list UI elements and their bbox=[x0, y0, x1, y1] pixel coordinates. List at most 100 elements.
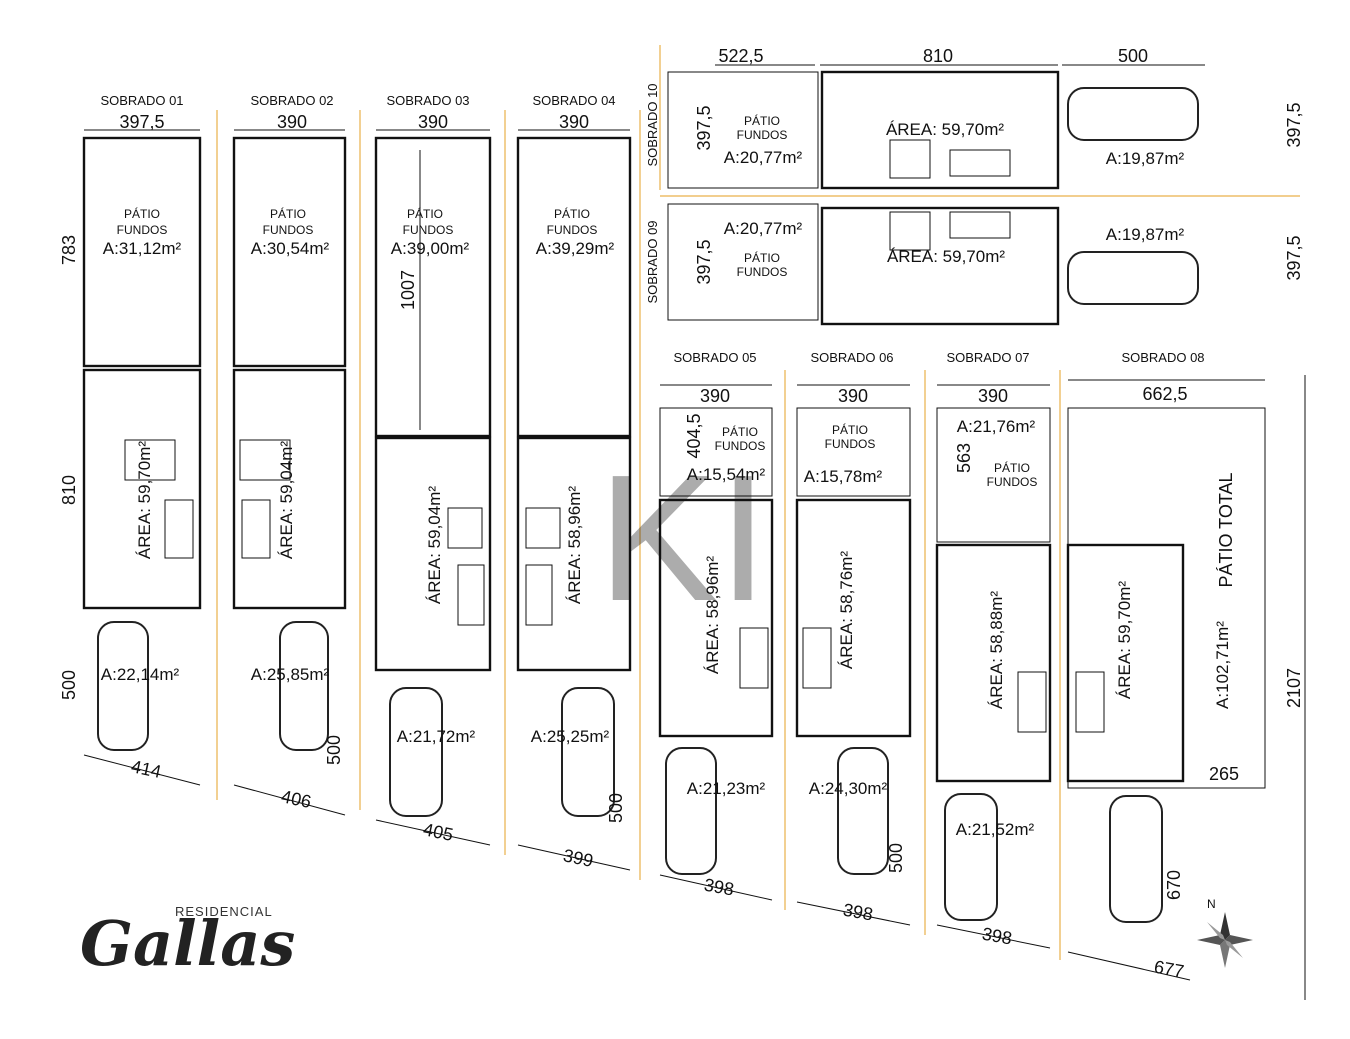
right-depth-dim: 397,5 bbox=[1284, 102, 1304, 147]
unit-title: SOBRADO 06 bbox=[810, 350, 893, 365]
house-area: ÁREA: 58,96m² bbox=[565, 486, 584, 604]
width-dim: 390 bbox=[559, 112, 589, 132]
svg-text:PÁTIO: PÁTIO bbox=[744, 250, 780, 265]
unit-title: SOBRADO 07 bbox=[946, 350, 1029, 365]
patio-area: A:20,77m² bbox=[724, 148, 803, 167]
unit-title: SOBRADO 10 bbox=[645, 83, 660, 166]
depth-dim: 397,5 bbox=[694, 239, 714, 284]
depth-back-dim: 1007 bbox=[398, 270, 418, 310]
garage-area: A:21,72m² bbox=[397, 727, 476, 746]
unit-sobrado-08: SOBRADO 08 662,5 ÁREA: 59,70m² PÁTIO TOT… bbox=[1066, 350, 1306, 1000]
depth-front-dim: 500 bbox=[59, 670, 79, 700]
width-dim: 390 bbox=[978, 386, 1008, 406]
patio-area: A:21,76m² bbox=[957, 417, 1036, 436]
depth-back-dim: 783 bbox=[59, 235, 79, 265]
patio-area: A:102,71m² bbox=[1213, 621, 1232, 709]
house-area: ÁREA: 58,96m² bbox=[703, 556, 722, 674]
svg-text:PÁTIO: PÁTIO bbox=[994, 460, 1030, 475]
logo: RESIDENCIAL Gallas bbox=[80, 904, 295, 980]
svg-text:FUNDOS: FUNDOS bbox=[547, 223, 598, 237]
unit-sobrado-07: SOBRADO 07 390 A:21,76m² 563 PÁTIO FUNDO… bbox=[935, 350, 1052, 949]
patio-area: A:15,54m² bbox=[687, 465, 766, 484]
house-area: ÁREA: 58,76m² bbox=[837, 551, 856, 669]
watermark: KI bbox=[598, 438, 768, 639]
depth-front-dim: 500 bbox=[324, 735, 344, 765]
unit-title: SOBRADO 09 bbox=[645, 220, 660, 303]
bottom-dim: 398 bbox=[842, 900, 875, 925]
unit-title: SOBRADO 01 bbox=[100, 93, 183, 108]
depth-front-dim: 500 bbox=[886, 843, 906, 873]
unit-title: SOBRADO 03 bbox=[386, 93, 469, 108]
patio-area: A:31,12m² bbox=[103, 239, 182, 258]
garage-area: A:21,23m² bbox=[687, 779, 766, 798]
svg-text:PÁTIO: PÁTIO bbox=[554, 206, 590, 221]
width-dim: 390 bbox=[700, 386, 730, 406]
bottom-dim: 398 bbox=[703, 875, 736, 900]
width-dim: 390 bbox=[277, 112, 307, 132]
svg-text:FUNDOS: FUNDOS bbox=[737, 265, 788, 279]
unit-title: SOBRADO 04 bbox=[532, 93, 615, 108]
svg-text:PÁTIO: PÁTIO bbox=[832, 422, 868, 437]
compass-rose-icon: N bbox=[1197, 897, 1253, 968]
house-area: ÁREA: 59,04m² bbox=[425, 486, 444, 604]
garage-area: A:19,87m² bbox=[1106, 225, 1185, 244]
house-area: ÁREA: 59,70m² bbox=[886, 120, 1004, 139]
width-dim: 390 bbox=[418, 112, 448, 132]
garage-area: A:22,14m² bbox=[101, 665, 180, 684]
patio-area: A:39,00m² bbox=[391, 239, 470, 258]
svg-text:FUNDOS: FUNDOS bbox=[403, 223, 454, 237]
logo-tagline: RESIDENCIAL bbox=[175, 904, 273, 919]
house-area: ÁREA: 59,70m² bbox=[887, 247, 1005, 266]
svg-text:FUNDOS: FUNDOS bbox=[263, 223, 314, 237]
unit-title: SOBRADO 08 bbox=[1121, 350, 1204, 365]
unit-sobrado-02: SOBRADO 02 390 PÁTIO FUNDOS A:30,54m² ÁR… bbox=[232, 93, 347, 816]
svg-text:PÁTIO: PÁTIO bbox=[407, 206, 443, 221]
house-width-dim: 810 bbox=[923, 46, 953, 66]
depth-house-dim: 810 bbox=[59, 475, 79, 505]
garage-area: A:25,25m² bbox=[531, 727, 610, 746]
svg-text:FUNDOS: FUNDOS bbox=[825, 437, 876, 451]
unit-sobrado-05: SOBRADO 05 390 404,5 PÁTIO FUNDOS A:15,5… bbox=[658, 350, 774, 901]
front-dim: 265 bbox=[1209, 764, 1239, 784]
svg-text:FUNDOS: FUNDOS bbox=[117, 223, 168, 237]
garage-width-dim: 500 bbox=[1118, 46, 1148, 66]
patio-total-label: PÁTIO TOTAL bbox=[1216, 472, 1236, 587]
bottom-dim: 406 bbox=[279, 786, 313, 812]
house-area: ÁREA: 59,70m² bbox=[135, 441, 154, 559]
garage-area: A:24,30m² bbox=[809, 779, 888, 798]
depth-dim: 397,5 bbox=[694, 105, 714, 150]
unit-sobrado-09: SOBRADO 09 A:20,77m² PÁTIO FUNDOS 397,5 … bbox=[645, 203, 1304, 326]
right-depth-dim: 397,5 bbox=[1284, 235, 1304, 280]
logo-name: Gallas bbox=[80, 907, 295, 980]
bottom-dim: 398 bbox=[981, 924, 1014, 949]
patio-area: A:30,54m² bbox=[251, 239, 330, 258]
svg-text:FUNDOS: FUNDOS bbox=[715, 439, 766, 453]
unit-sobrado-03: SOBRADO 03 390 PÁTIO FUNDOS A:39,00m² 10… bbox=[374, 93, 492, 846]
width-dim: 662,5 bbox=[1142, 384, 1187, 404]
unit-title: SOBRADO 02 bbox=[250, 93, 333, 108]
svg-text:PÁTIO: PÁTIO bbox=[744, 113, 780, 128]
bottom-dim: 414 bbox=[129, 756, 163, 782]
unit-title: SOBRADO 05 bbox=[673, 350, 756, 365]
house-area: ÁREA: 59,70m² bbox=[1115, 581, 1134, 699]
unit-sobrado-04: SOBRADO 04 390 PÁTIO FUNDOS A:39,29m² ÁR… bbox=[516, 93, 632, 871]
bottom-dim: 399 bbox=[561, 845, 595, 871]
patio-area: A:39,29m² bbox=[536, 239, 615, 258]
garage-area: A:21,52m² bbox=[956, 820, 1035, 839]
bottom-dim: 677 bbox=[1153, 957, 1186, 982]
unit-sobrado-06: SOBRADO 06 390 PÁTIO FUNDOS A:15,78m² ÁR… bbox=[795, 350, 912, 926]
svg-text:PÁTIO: PÁTIO bbox=[124, 206, 160, 221]
patio-width-dim: 522,5 bbox=[718, 46, 763, 66]
house-area: ÁREA: 58,88m² bbox=[987, 591, 1006, 709]
width-dim: 397,5 bbox=[119, 112, 164, 132]
width-dim: 390 bbox=[838, 386, 868, 406]
patio-area: A:15,78m² bbox=[804, 467, 883, 486]
depth-back-dim: 563 bbox=[954, 443, 974, 473]
depth-front-dim: 500 bbox=[606, 793, 626, 823]
unit-sobrado-01: SOBRADO 01 397,5 PÁTIO FUNDOS A:31,12m² … bbox=[59, 93, 202, 786]
patio-area: A:20,77m² bbox=[724, 219, 803, 238]
depth-front-dim: 670 bbox=[1164, 870, 1184, 900]
garage-area: A:19,87m² bbox=[1106, 149, 1185, 168]
house-area: ÁREA: 59,04m² bbox=[277, 441, 296, 559]
unit-sobrado-10: SOBRADO 10 522,5 810 500 397,5 PÁTIO FUN… bbox=[645, 46, 1304, 190]
